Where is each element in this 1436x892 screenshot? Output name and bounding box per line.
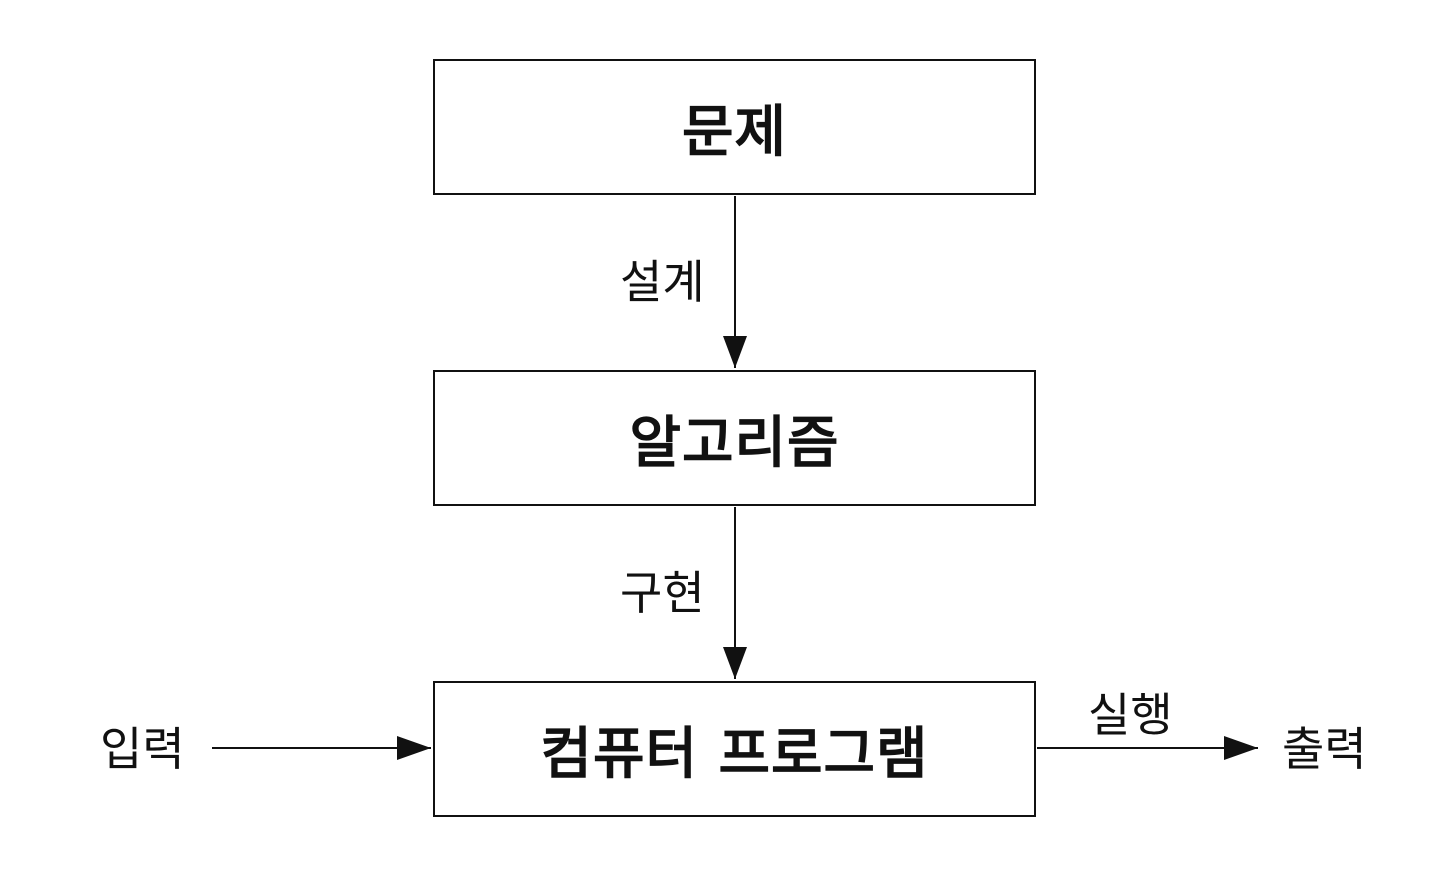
- program-box: 컴퓨터 프로그램: [433, 681, 1036, 817]
- arrowhead-design: [723, 336, 747, 368]
- program-label: 컴퓨터 프로그램: [540, 721, 929, 787]
- problem-box: 문제: [433, 59, 1036, 195]
- input-label: 입력: [100, 722, 185, 776]
- execute-label: 실행: [1088, 688, 1173, 742]
- output-label: 출력: [1282, 722, 1367, 776]
- problem-label: 문제: [681, 99, 788, 165]
- design-label: 설계: [620, 255, 705, 309]
- arrowhead-implement: [723, 647, 747, 679]
- implement-label: 구현: [620, 566, 705, 620]
- arrowhead-input: [397, 736, 431, 760]
- arrowhead-output: [1224, 736, 1258, 760]
- algorithm-label: 알고리즘: [629, 410, 840, 476]
- algorithm-box: 알고리즘: [433, 370, 1036, 506]
